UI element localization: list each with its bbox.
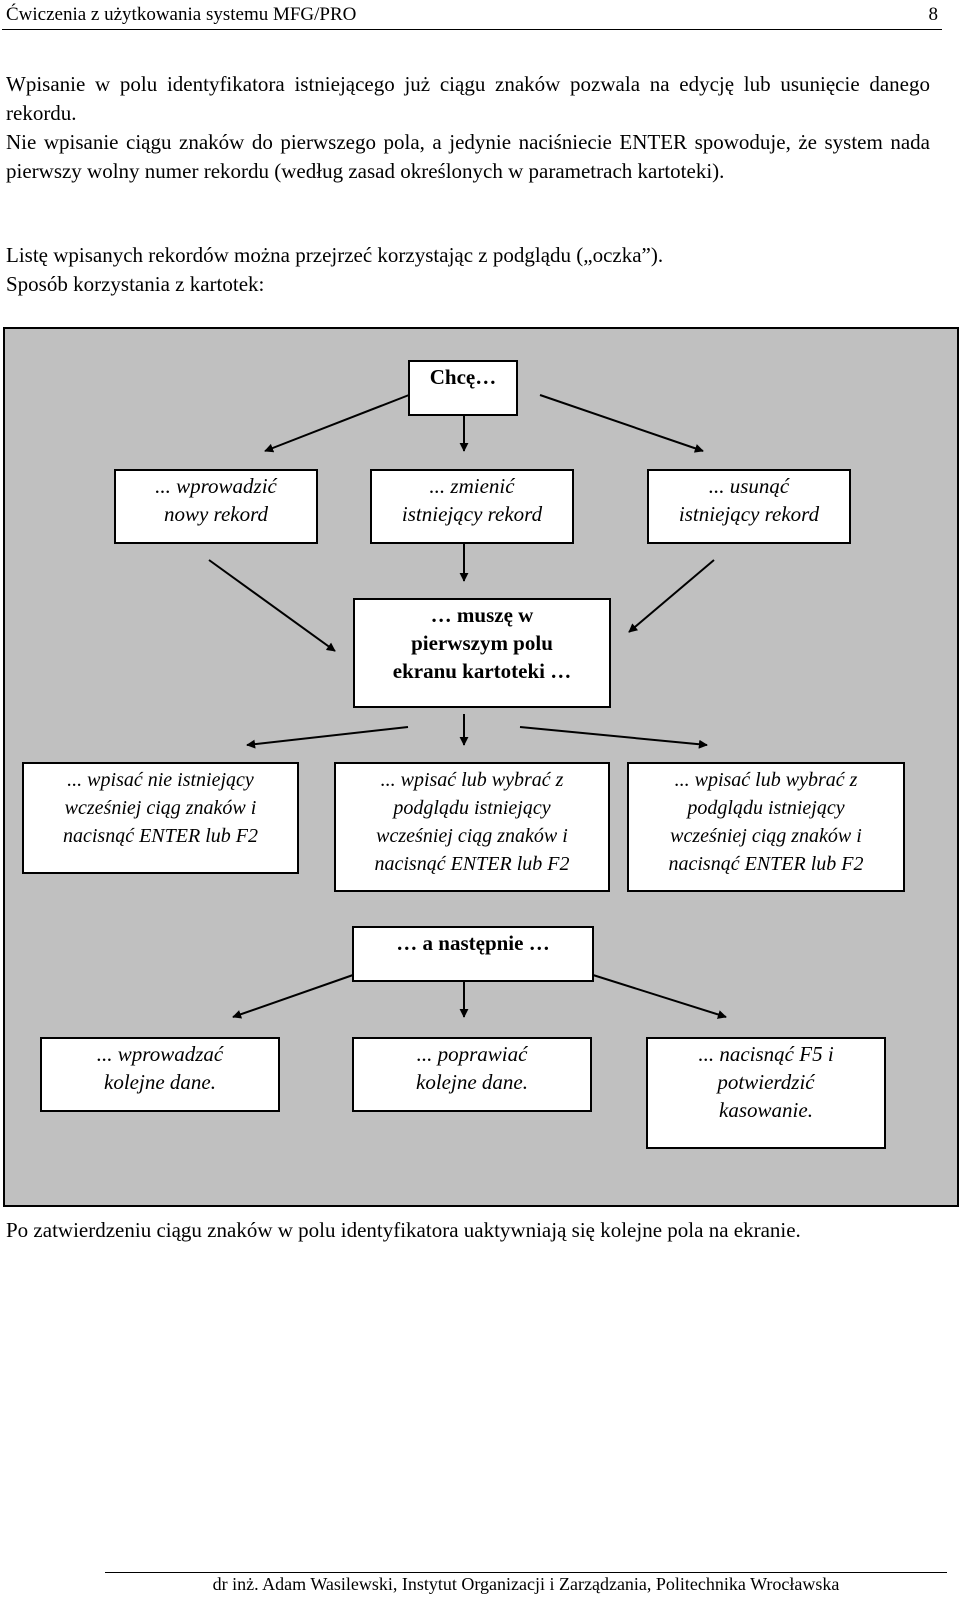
box-next-edit-line: ... poprawiać — [417, 1042, 529, 1066]
box-want-new-frame — [114, 469, 318, 544]
box-want-delete-line: istniejący rekord — [679, 502, 820, 526]
arrow-start-to-delete — [539, 394, 704, 453]
paragraph-auto-number: Nie wpisanie ciągu znaków do pierwszego … — [6, 130, 930, 183]
box-enter-edit-line: nacisnąć ENTER lub F2 — [375, 853, 570, 875]
box-then: … a następnie … — [352, 926, 594, 982]
box-start: Chcę… — [408, 360, 518, 416]
box-next-delete-frame — [646, 1037, 886, 1149]
box-enter-delete-line: podglądu istniejący — [685, 797, 844, 819]
arrow-delete-to-must — [628, 559, 715, 633]
box-want-new-line: ... wprowadzić — [155, 474, 277, 498]
box-next-edit-frame — [352, 1037, 592, 1112]
box-next-delete-line: ... nacisnąć F5 i — [698, 1042, 833, 1066]
box-enter-edit-line: wcześniej ciąg znaków i — [376, 825, 568, 847]
page-number: 8 — [928, 4, 939, 25]
box-enter-edit: ... wpisać lub wybrać z podglądu istnieją… — [334, 762, 610, 892]
arrow-new-to-must — [208, 559, 336, 652]
box-must-line: ekranu kartoteki … — [393, 659, 572, 683]
box-enter-new: ... wpisać nie istniejący wcześniej ciąg … — [22, 762, 299, 874]
box-must-frame — [353, 598, 611, 708]
box-start-frame — [408, 360, 518, 416]
box-want-edit-frame — [370, 469, 574, 544]
paragraph-preview: Listę wpisanych rekordów można przejrzeć… — [6, 243, 664, 267]
paragraph-edit-existing: Wpisanie w polu identyfikatora istniejąc… — [6, 72, 930, 125]
arrow-then-to-next-del — [592, 974, 727, 1019]
box-want-edit-line: istniejący rekord — [402, 502, 543, 526]
box-enter-new-line: nacisnąć ENTER lub F2 — [63, 825, 258, 847]
flowchart: Chcę… ... wprowadzić nowy rekord ... zmieni… — [3, 327, 959, 1207]
box-enter-edit-frame — [334, 762, 610, 892]
document-title: Ćwiczenia z użytkowania systemu MFG/PRO — [6, 4, 357, 25]
flowchart-canvas: Chcę… ... wprowadzić nowy rekord ... zmieni… — [3, 327, 959, 1207]
box-next-delete: ... nacisnąć F5 i potwierdzić kasowanie. — [646, 1037, 886, 1149]
box-want-edit: ... zmienić istniejący rekord — [370, 469, 574, 544]
box-want-new-line: nowy rekord — [164, 502, 269, 526]
box-enter-delete-line: wcześniej ciąg znaków i — [670, 825, 862, 847]
footer-author: dr inż. Adam Wasilewski, Instytut Organi… — [212, 1574, 840, 1594]
box-enter-delete: ... wpisać lub wybrać z podglądu istnieją… — [627, 762, 905, 892]
box-enter-edit-line: podglądu istniejący — [391, 797, 550, 819]
box-enter-new-frame — [22, 762, 299, 874]
box-next-delete-line: potwierdzić — [715, 1070, 815, 1094]
box-want-delete-line: ... usunąć — [709, 474, 790, 498]
box-enter-edit-line: ... wpisać lub wybrać z — [381, 769, 564, 791]
box-must: … muszę w pierwszym polu ekranu kartoteki … — [353, 598, 611, 708]
footer-rule — [105, 1572, 947, 1573]
arrow-must-to-enter-del — [519, 726, 708, 749]
box-enter-new-line: ... wpisać nie istniejący — [67, 769, 254, 791]
box-then-line: … a następnie … — [396, 931, 549, 955]
header-rule — [2, 29, 942, 30]
box-must-line: … muszę w — [431, 603, 534, 627]
arrow-then-to-next-new — [232, 974, 354, 1019]
box-next-delete-line: kasowanie. — [719, 1098, 813, 1122]
box-then-frame — [352, 926, 594, 982]
box-want-delete: ... usunąć istniejący rekord — [647, 469, 851, 544]
box-want-edit-line: ... zmienić — [429, 474, 515, 498]
paragraph-usage-heading: Sposób korzystania z kartotek: — [6, 272, 265, 296]
paragraph-after-confirm: Po zatwierdzeniu ciągu znaków w polu ide… — [6, 1218, 801, 1242]
box-enter-delete-line: nacisnąć ENTER lub F2 — [669, 853, 864, 875]
box-next-new-line: ... wprowadzać — [97, 1042, 224, 1066]
box-start-line: Chcę… — [430, 365, 497, 389]
box-next-edit: ... poprawiać kolejne dane. — [352, 1037, 592, 1112]
box-enter-delete-line: ... wpisać lub wybrać z — [675, 769, 858, 791]
arrow-start-to-new — [264, 394, 410, 453]
box-next-edit-line: kolejne dane. — [416, 1070, 528, 1094]
box-next-new: ... wprowadzać kolejne dane. — [40, 1037, 280, 1112]
box-next-new-frame — [40, 1037, 280, 1112]
box-next-new-line: kolejne dane. — [104, 1070, 216, 1094]
arrow-must-to-enter-new — [246, 726, 409, 749]
box-enter-new-line: wcześniej ciąg znaków i — [65, 797, 257, 819]
box-enter-delete-frame — [627, 762, 905, 892]
box-want-delete-frame — [647, 469, 851, 544]
box-must-line: pierwszym polu — [411, 631, 553, 655]
box-want-new: ... wprowadzić nowy rekord — [114, 469, 318, 544]
